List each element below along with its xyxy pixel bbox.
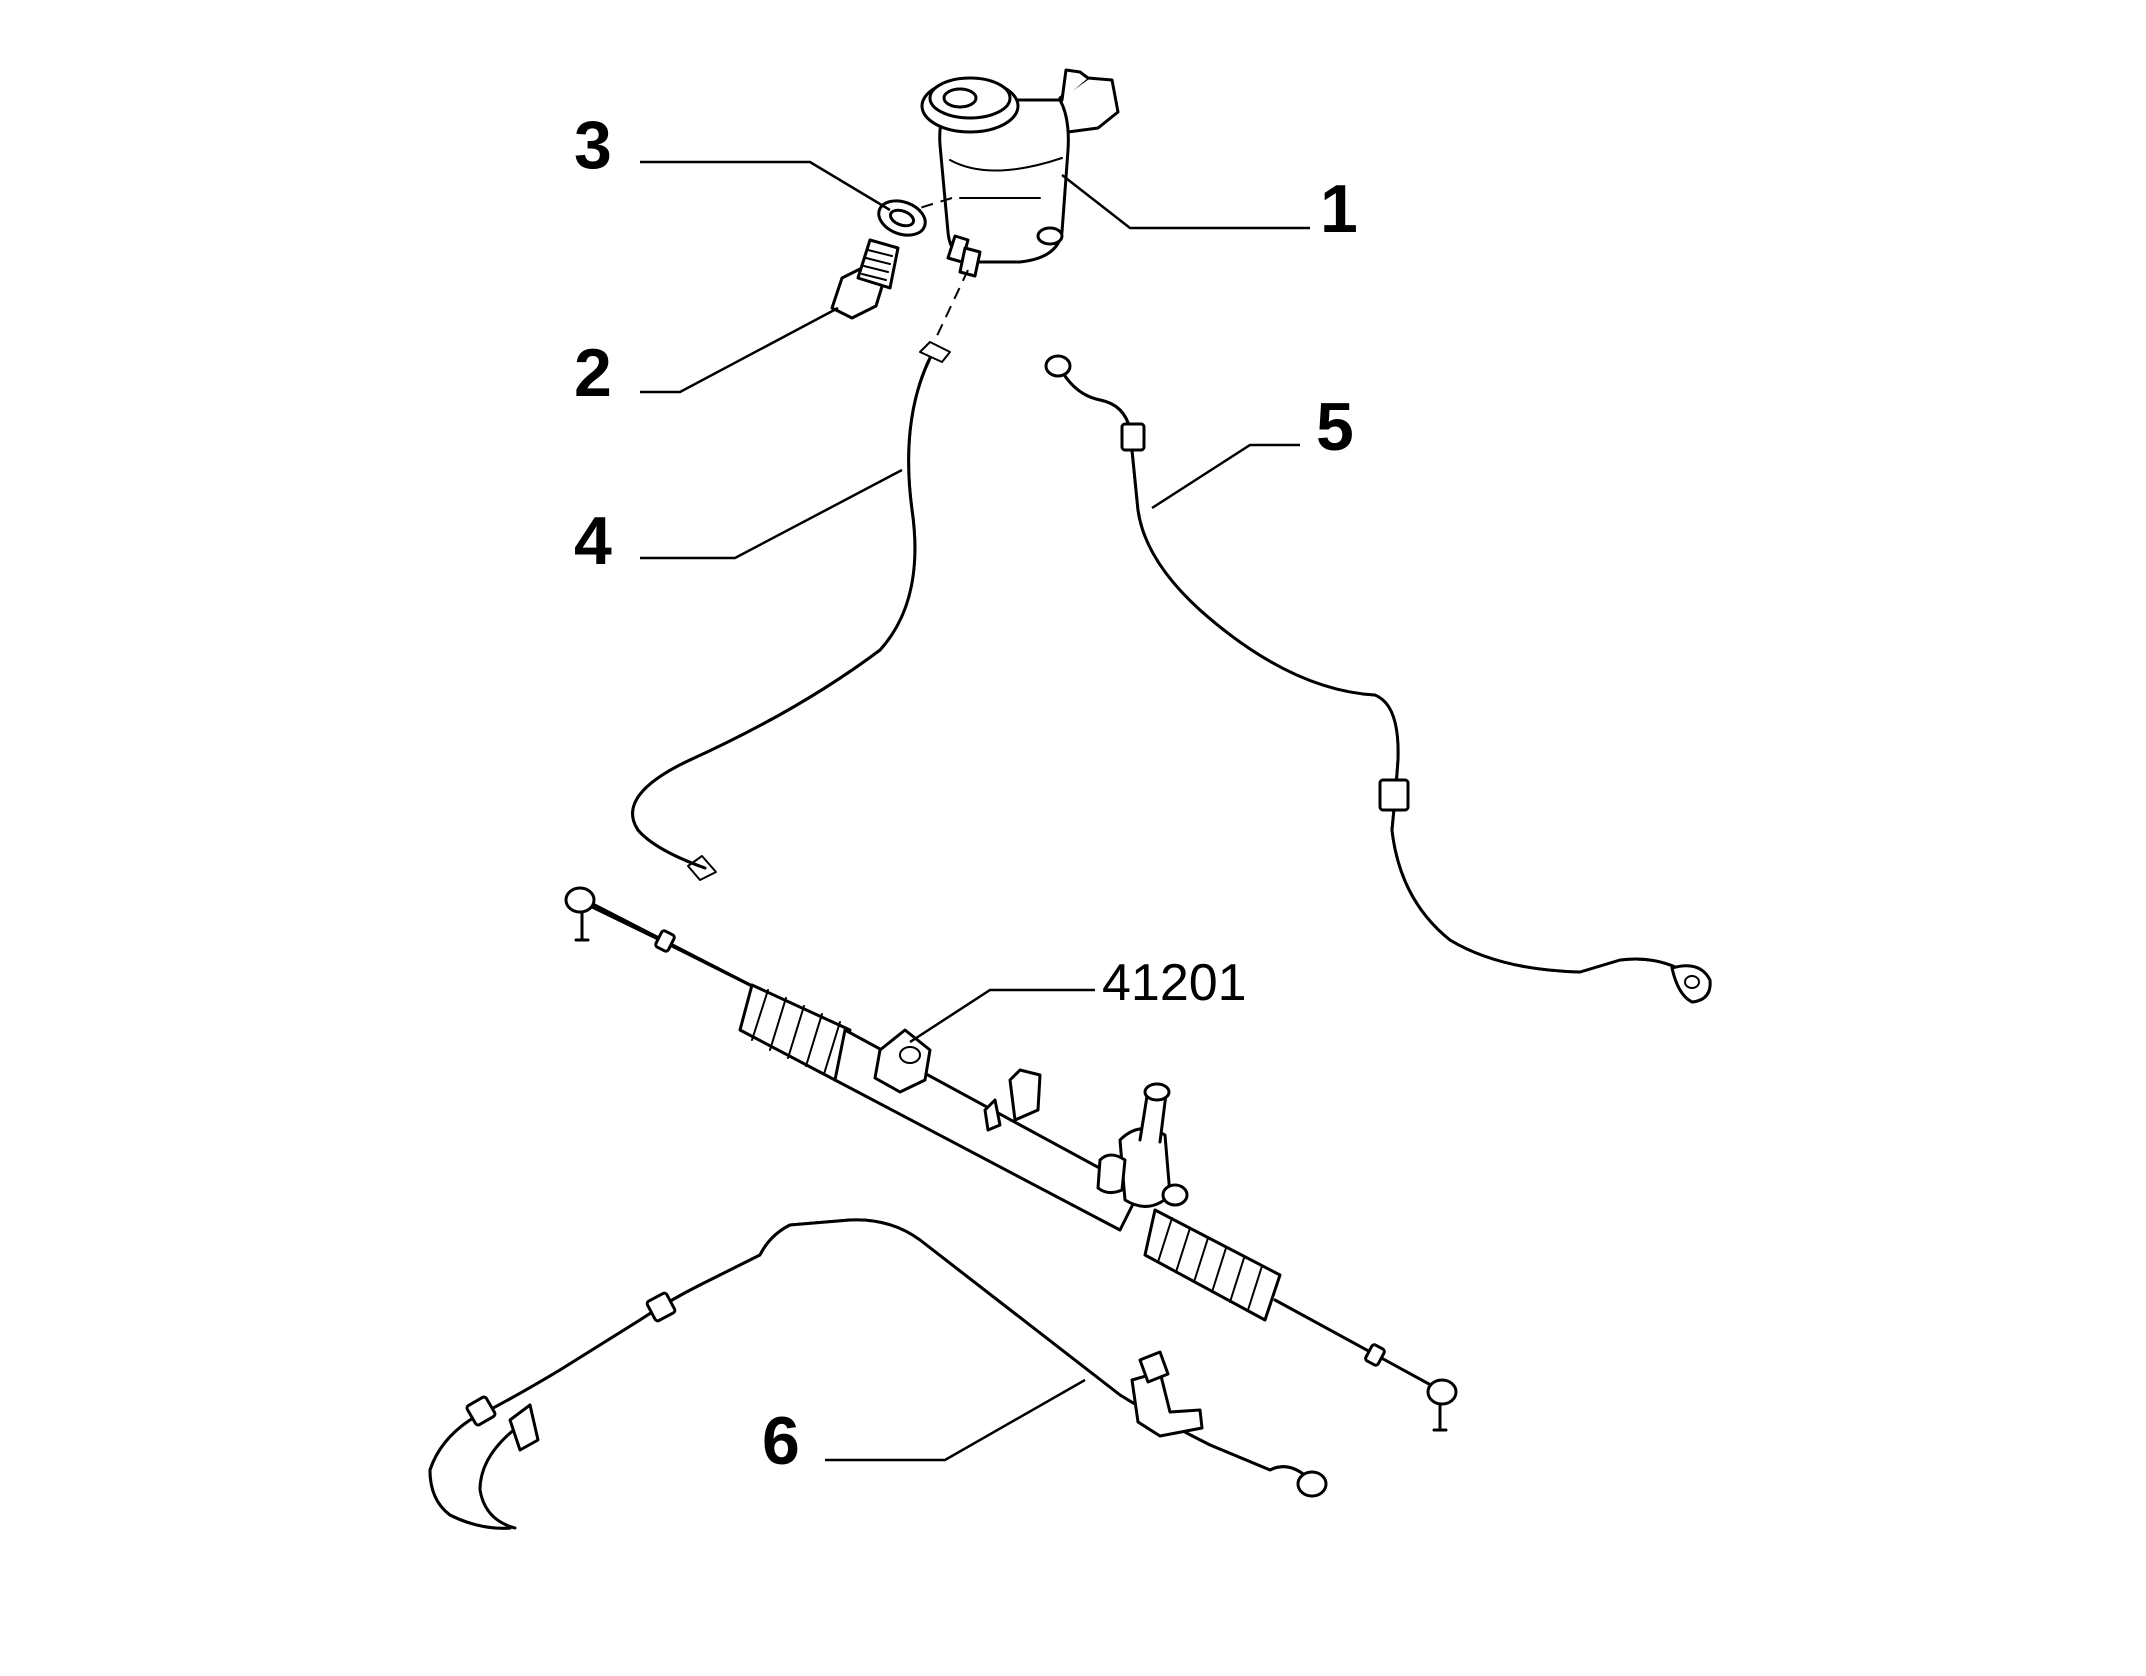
callout-1: 1 [1320, 171, 1358, 247]
bolt-icon[interactable] [830, 238, 900, 320]
callout-2: 2 [574, 335, 612, 411]
steering-rack-icon[interactable] [564, 886, 1458, 1432]
leader-3 [640, 160, 891, 212]
supply-pipe-icon[interactable] [1044, 354, 1712, 1004]
return-hose-icon[interactable] [631, 341, 951, 881]
callout-6: 6 [762, 1403, 800, 1479]
leader-4 [640, 468, 903, 560]
leader-2 [640, 306, 839, 394]
leader-1 [1061, 174, 1310, 230]
leader-41201 [909, 988, 1095, 1044]
washer-icon[interactable] [874, 195, 930, 241]
reservoir-icon[interactable] [899, 68, 1120, 341]
callout-5: 5 [1316, 389, 1354, 465]
callout-3: 3 [574, 107, 612, 183]
callout-4: 4 [574, 503, 612, 579]
leader-6 [825, 1378, 1086, 1462]
leader-5 [1151, 443, 1300, 510]
callout-41201: 41201 [1102, 954, 1247, 1012]
pressure-pipe-icon[interactable] [428, 1218, 1328, 1530]
